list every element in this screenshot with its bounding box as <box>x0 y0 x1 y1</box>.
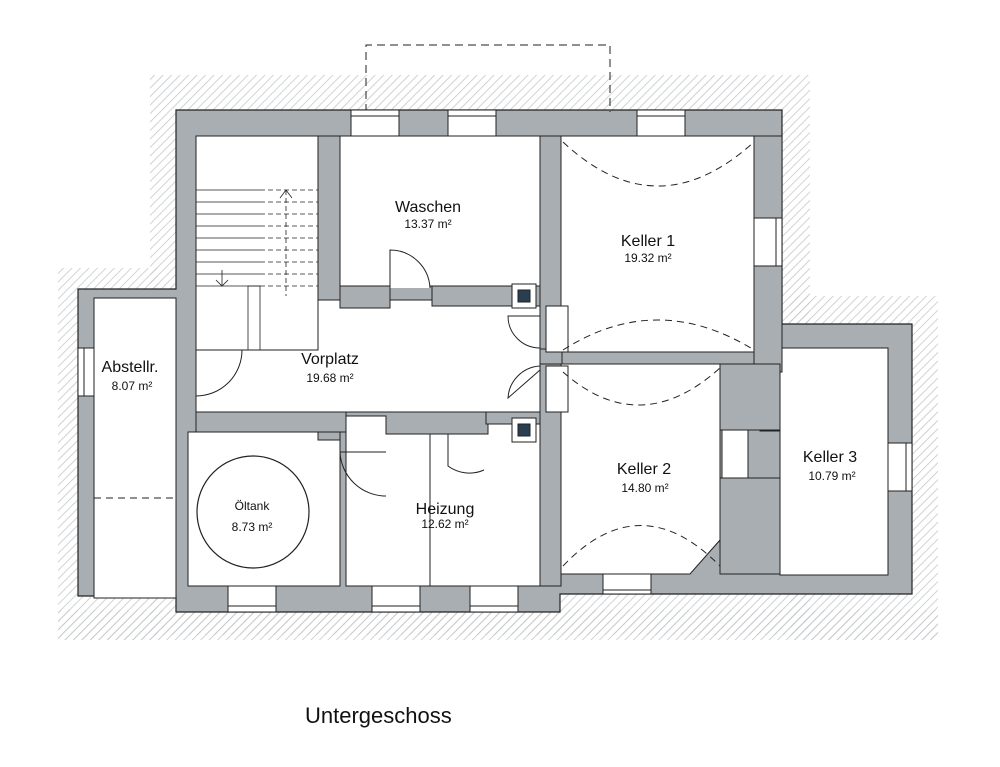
room-area-oeltank: 8.73 m² <box>232 520 273 534</box>
chimneys <box>511 283 537 443</box>
vault-arcs <box>94 141 755 567</box>
room-area-keller3: 10.79 m² <box>808 469 855 483</box>
doors <box>195 249 749 586</box>
room-area-waschen: 13.37 m² <box>404 217 451 231</box>
room-name-heizung: Heizung <box>416 501 475 518</box>
room-name-abstellr: Abstellr. <box>102 359 159 376</box>
room-name-keller2: Keller 2 <box>617 461 671 478</box>
room-fills <box>93 135 889 599</box>
room-name-keller3: Keller 3 <box>803 449 857 466</box>
room-name-oeltank: Öltank <box>235 499 271 513</box>
oil-tank-outline <box>196 455 310 569</box>
room-area-abstellr: 8.07 m² <box>112 379 153 393</box>
room-name-vorplatz: Vorplatz <box>301 351 359 368</box>
room-area-vorplatz: 19.68 m² <box>306 371 353 385</box>
room-area-keller1: 19.32 m² <box>624 251 671 265</box>
room-area-keller2: 14.80 m² <box>621 481 668 495</box>
stairs <box>196 189 318 351</box>
room-name-keller1: Keller 1 <box>621 233 675 250</box>
dashed-outline <box>365 44 611 112</box>
windows <box>77 109 913 613</box>
room-name-waschen: Waschen <box>395 199 461 216</box>
room-area-heizung: 12.62 m² <box>421 517 468 531</box>
room-labels: Waschen 13.37 m² Keller 1 19.32 m² Vorpl… <box>102 199 858 534</box>
plan-caption: Untergeschoss <box>305 703 452 728</box>
